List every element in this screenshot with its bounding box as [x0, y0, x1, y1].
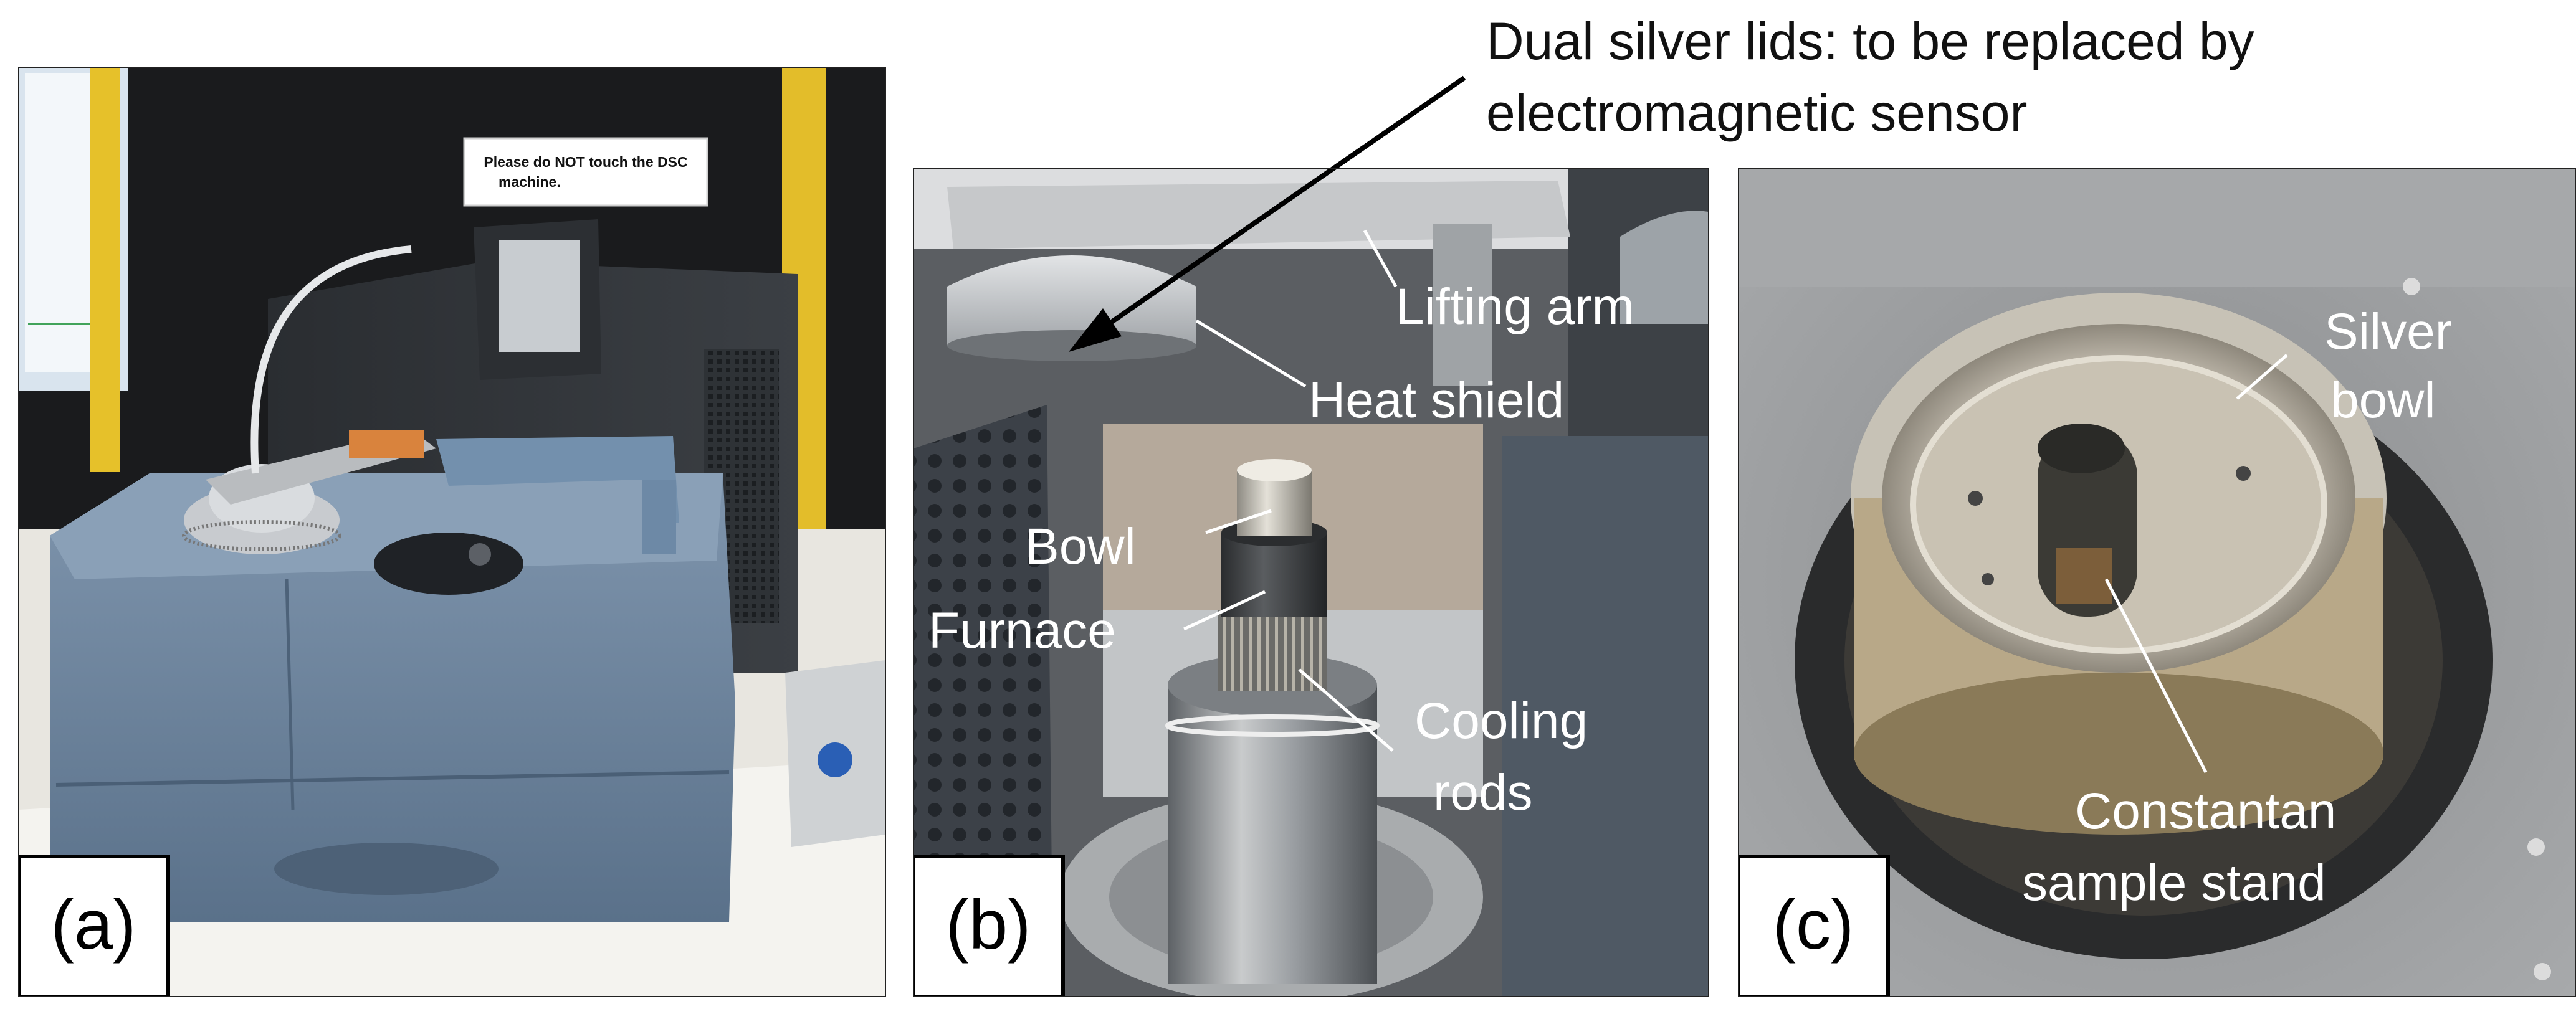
leader-constantan [2104, 578, 2208, 774]
panel-b-border [913, 168, 1709, 997]
sign-line-2: machine. [499, 174, 561, 190]
label-cooling-line-2: rods [1433, 764, 1533, 821]
callout-arrowhead [1069, 308, 1122, 352]
heat-shield-lid [947, 255, 1196, 352]
machine-logo [274, 843, 499, 895]
label-lifting-arm: Lifting arm [1396, 278, 1634, 335]
callout-arrow-shaft [1098, 75, 1466, 333]
panel-c-label: (c) [1773, 886, 1854, 964]
panel-a-label: (a) [51, 886, 136, 964]
label-silver-line-1: Silver [2324, 303, 2452, 360]
side-panel [1502, 436, 1709, 997]
sign-line-1: Please do NOT touch the DSC [484, 154, 687, 170]
label-heat-shield: Heat shield [1309, 372, 1564, 429]
callout-line-2: electromagnetic sensor [1486, 83, 2027, 142]
left-tray [914, 405, 1053, 997]
sample-carousel [374, 533, 523, 595]
panel-a-label-box [19, 855, 170, 997]
panel-c-label-box [1739, 855, 1890, 997]
leader-lifting-arm [1363, 229, 1398, 288]
lifting-arm [947, 181, 1570, 249]
warning-sign [463, 137, 708, 207]
label-bowl: Bowl [1025, 518, 1136, 575]
panel-a-border [18, 67, 886, 997]
label-constantan-line-2: sample stand [2022, 855, 2326, 911]
leader-heat-shield [1195, 319, 1307, 388]
panel-b-label: (b) [946, 886, 1031, 964]
panel-b: Lifting arm Heat shield Bowl Furnace Coo… [914, 168, 1709, 997]
label-silver-line-2: bowl [2330, 372, 2436, 429]
panel-a: Please do NOT touch the DSC machine. (a) [19, 67, 885, 997]
callout-line-1: Dual silver lids: to be replaced by [1486, 12, 2254, 70]
dsc-machine-body [50, 473, 735, 922]
leader-furnace [1183, 590, 1266, 631]
leader-silver-bowl [2236, 354, 2288, 400]
panel-b-label-box [914, 855, 1065, 997]
touch-screen [499, 240, 580, 352]
leader-cooling-rods [1298, 668, 1394, 752]
label-furnace: Furnace [928, 602, 1116, 659]
gas-line [250, 245, 412, 474]
yellow-post-left [90, 67, 120, 472]
panel-c-border [1738, 168, 2576, 997]
panel-c: Silver bowl Constantan sample stand (c) [1739, 168, 2576, 997]
label-constantan-line-1: Constantan [2075, 783, 2336, 840]
leader-bowl [1205, 509, 1272, 534]
autosampler-arm [436, 436, 679, 523]
label-cooling-line-1: Cooling [1414, 693, 1588, 749]
